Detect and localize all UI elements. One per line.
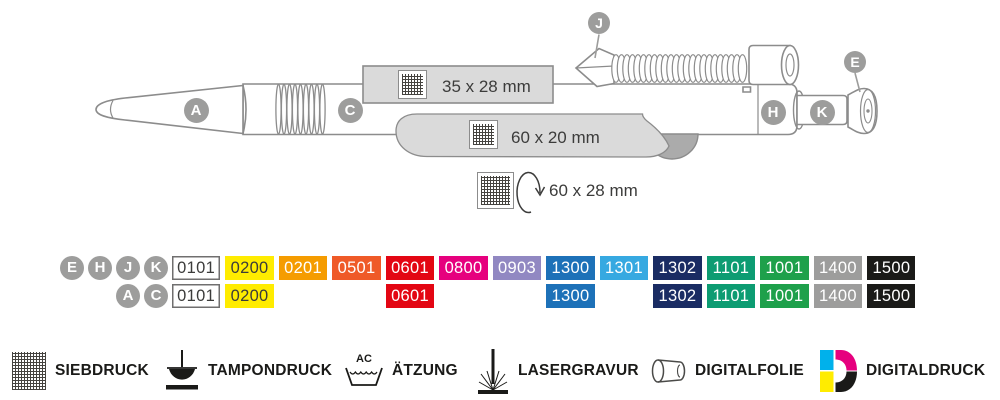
color-swatch: 0101 (172, 283, 221, 308)
color-swatch: 1302 (653, 283, 702, 308)
color-swatch: 1500 (867, 256, 916, 280)
color-row-2-swatches: 0101 0200 0601 1300 1302 1101 1001 1400 … (172, 283, 916, 308)
mesh-grid-icon (469, 120, 498, 149)
rotate-arrow-icon (516, 171, 546, 214)
color-swatch: 1400 (813, 283, 862, 308)
print-area-size-2: 60 x 20 mm (511, 128, 600, 147)
clip-mount (748, 44, 800, 86)
color-swatch: 1101 (706, 256, 756, 280)
print-area-wrap (395, 113, 670, 158)
pen-tip-cone (95, 84, 247, 135)
pen-part-badge-k: K (809, 99, 835, 125)
push-button (847, 87, 878, 135)
technique-label: TAMPONDRUCK (208, 362, 333, 379)
technique-digitalfolie: DIGITALFOLIE (650, 348, 804, 394)
color-swatch: 0601 (385, 256, 435, 280)
pen-grip (275, 83, 326, 135)
pad-print-icon (166, 350, 198, 390)
technique-label: DIGITALFOLIE (695, 362, 804, 379)
etching-icon-text: AC (356, 353, 372, 365)
mesh-grid-icon (398, 70, 427, 99)
part-badge: K (144, 256, 168, 280)
clip-spring (611, 54, 748, 83)
technique-aetzung: AC ÄTZUNG (345, 348, 458, 394)
leader-line-j (594, 34, 600, 59)
cmyk-d-icon (820, 350, 857, 392)
color-row-2-parts: A C (58, 283, 168, 308)
technique-siebdruck: SIEBDRUCK (12, 348, 149, 394)
pen-part-badge-e: E (844, 51, 866, 73)
part-badge: C (144, 283, 168, 308)
color-swatch: 0903 (492, 256, 542, 280)
color-swatch: 0501 (332, 256, 381, 280)
color-swatch: 1001 (760, 256, 809, 280)
leader-line-e (854, 72, 861, 93)
part-badge: J (116, 256, 140, 280)
mesh-grid-icon (477, 172, 514, 209)
technique-lasergravur: LASERGRAVUR (477, 348, 639, 394)
color-row-2: A C 0101 0200 0601 1300 1302 1101 1001 1… (58, 283, 916, 308)
pen-part-badge-c: C (337, 97, 363, 123)
color-swatch: 1500 (867, 283, 916, 308)
color-swatch: 1301 (599, 256, 649, 280)
color-row-1-swatches: 0101 0200 0201 0501 0601 0800 0903 1300 … (172, 256, 916, 280)
color-swatch: 0201 (278, 256, 328, 280)
color-swatch: 0200 (225, 256, 274, 280)
laser-beam-icon (478, 349, 508, 394)
technique-label: ÄTZUNG (392, 362, 458, 379)
pen-part-badge-h: H (760, 99, 786, 125)
print-area-box (362, 65, 554, 104)
color-swatch: 1001 (760, 283, 809, 308)
color-swatch: 1101 (706, 283, 756, 308)
part-badge: E (60, 256, 84, 280)
technique-label: SIEBDRUCK (55, 362, 149, 379)
technique-label: LASERGRAVUR (518, 362, 639, 379)
pen-part-badge-j: J (588, 12, 610, 34)
technique-digitaldruck: DIGITALDRUCK (820, 348, 985, 394)
print-area-size-3: 60 x 28 mm (549, 181, 638, 200)
part-badge: H (88, 256, 112, 280)
color-row-1: E H J K 0101 0200 0201 0501 0601 0800 09… (58, 256, 916, 280)
color-swatch: 1302 (653, 256, 702, 280)
technique-label: DIGITALDRUCK (866, 362, 986, 379)
color-swatch: 1300 (546, 256, 595, 280)
color-swatch: 0601 (385, 283, 435, 308)
pen-part-badge-a: A (183, 97, 209, 123)
color-swatch: 0200 (225, 283, 274, 308)
screen-print-mesh-icon (12, 352, 46, 390)
color-row-1-parts: E H J K (58, 256, 168, 280)
color-table: E H J K 0101 0200 0201 0501 0601 0800 09… (58, 256, 916, 311)
color-swatch: 0101 (172, 256, 221, 280)
color-swatch: 1400 (813, 256, 862, 280)
print-area-size-1: 35 x 28 mm (442, 77, 531, 96)
foil-roll-icon (651, 359, 686, 383)
color-swatch: 1300 (546, 283, 595, 308)
part-badge: A (116, 283, 140, 308)
etching-icon: AC (345, 354, 383, 388)
technique-tampondruck: TAMPONDRUCK (165, 348, 332, 394)
pen-illustration (95, 34, 878, 214)
color-swatch: 0800 (439, 256, 488, 280)
